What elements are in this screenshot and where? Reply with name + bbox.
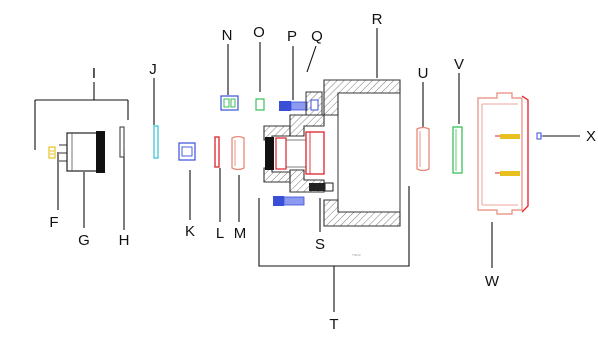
part-w-cover <box>477 92 529 215</box>
part-u-cap <box>416 126 430 172</box>
label-m: M <box>234 225 247 242</box>
label-r: R <box>372 11 383 28</box>
label-v: V <box>454 56 464 73</box>
part-j-ring <box>153 125 159 159</box>
figure-code: T0043 <box>352 253 361 257</box>
part-h-ring <box>119 126 125 158</box>
part-f-connector <box>48 146 56 159</box>
part-l-seal <box>214 136 220 168</box>
label-s: S <box>315 236 325 253</box>
label-i: I <box>92 65 96 82</box>
part-o-bushing <box>255 98 265 111</box>
part-r-housing: T0043 <box>263 79 401 257</box>
part-m-cap <box>231 135 245 171</box>
part-x-screw <box>536 132 543 140</box>
label-g: G <box>78 232 90 249</box>
part-v-ring <box>452 126 463 174</box>
label-j: J <box>149 61 157 78</box>
label-q: Q <box>311 28 323 45</box>
leader-lines <box>34 28 580 312</box>
leader-q <box>306 45 317 73</box>
label-h: H <box>119 232 130 249</box>
bracket-i <box>34 82 129 150</box>
part-q-nut <box>305 91 323 116</box>
part-labels: I F G H J K L M N O P Q R S T U V W X <box>49 11 596 333</box>
label-f: F <box>49 214 58 231</box>
label-n: N <box>222 27 233 44</box>
label-l: L <box>216 225 224 242</box>
label-k: K <box>185 223 195 240</box>
part-n-clip <box>220 95 239 111</box>
label-x: X <box>586 128 596 145</box>
label-o: O <box>253 24 265 41</box>
part-k-bearing <box>178 142 196 161</box>
part-g-motor <box>59 131 105 173</box>
label-u: U <box>418 65 429 82</box>
lower-bolt <box>273 196 305 206</box>
label-w: W <box>485 273 500 290</box>
label-t: T <box>329 316 338 333</box>
label-p: P <box>287 28 297 45</box>
part-p-bolt <box>279 101 308 111</box>
